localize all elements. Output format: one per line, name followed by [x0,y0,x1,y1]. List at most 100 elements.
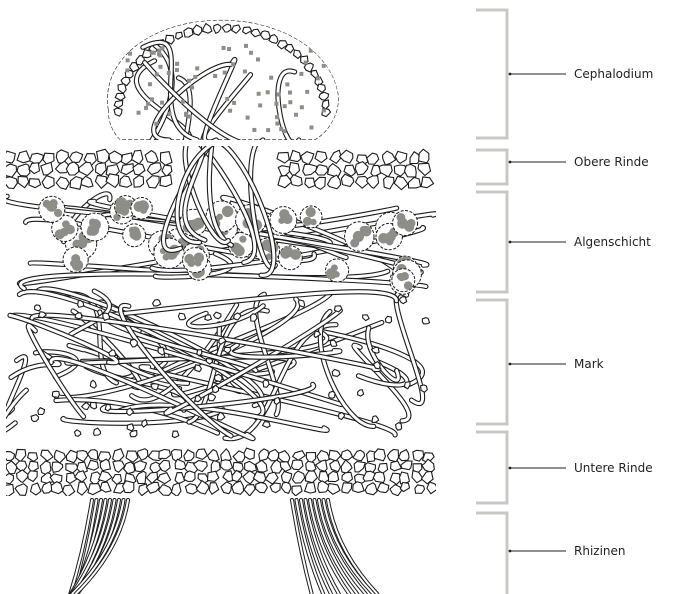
cyanobacteria-dot [167,71,171,75]
upper-cortex-cell [394,176,408,189]
label-mark: Mark [574,357,604,371]
lower-cortex-cell [88,450,98,460]
cyanobacteria-dot [269,76,273,80]
algae-cell [306,207,316,217]
hypha-fragment [178,313,185,320]
lower-cortex-cell [171,483,181,496]
cyanobacteria-dot [299,72,303,76]
upper-cortex-cell [278,175,292,187]
cyanobacteria-dot [277,92,281,96]
lower-cortex-cell [401,461,412,470]
cyanobacteria-dot [285,82,289,86]
lower-cortex-cell [3,474,14,484]
cyanobacteria-dot [175,62,179,66]
lower-cortex-cell [100,482,111,492]
hypha-fragment [130,339,137,347]
lower-cortex-cell [293,471,305,483]
upper-cortex-cell [17,164,30,176]
cyanobacteria-dot [195,66,199,70]
upper-cortex-cell [56,177,69,189]
lower-cortex-cell [124,462,135,474]
upper-cortex-cell [367,176,379,189]
lower-cortex-cell [137,449,148,461]
hypha-fragment [329,391,335,398]
lower-cortex-cell [292,460,304,470]
lower-cortex-cell [87,460,98,470]
cyanobacteria-dot [157,52,161,56]
lower-cortex-cell [3,485,14,497]
upper-cortex-cell [328,164,341,178]
upper-cortex-cell [145,151,158,163]
algae-cell [129,227,136,234]
label-algenschicht: Algenschicht [574,235,651,249]
annotation-rhizinen: Rhizinen [476,513,626,594]
lower-cortex-cell [413,450,424,461]
upper-cortex-cell [146,176,159,188]
lower-cortex-cell [244,448,254,459]
lower-cortex-cell [232,470,242,481]
algae-cell [50,199,58,207]
cyanobacteria-dot [228,109,232,113]
upper-cortex-cell [314,177,325,189]
upper-cortex-cell [79,162,94,175]
lower-cortex-cell [243,471,255,484]
lower-cortex-cell [377,483,389,493]
lower-cortex-cell [259,449,269,461]
label-untere-rinde: Untere Rinde [574,461,653,475]
upper-cortex-cell [41,162,53,175]
algae-cell [195,260,202,267]
hypha-fragment [396,423,402,431]
lower-cortex-cell [374,449,385,461]
rhizines-shape [70,500,377,594]
upper-cortex-cell [132,150,143,164]
algae-cell [89,219,96,226]
upper-cortex-cell [134,176,144,188]
hypha-fragment [358,390,364,396]
upper-cortex-cell [56,150,68,164]
hypha-fragment [90,380,96,388]
cyanobacteria-dot [288,91,292,95]
lower-cortex-cell [319,472,329,483]
cyanobacteria-dot [257,92,261,96]
cyanobacteria-dot [160,101,164,105]
algae-cell [234,244,243,253]
lower-cortex-cell [268,450,279,461]
lower-cortex-cell [400,483,409,492]
algae-cell [404,281,413,290]
cyanobacteria-dot [154,122,158,126]
lower-cortex-cell [330,461,341,472]
cyanobacteria-dot [244,44,248,48]
hypha-fragment [263,422,271,428]
upper-cortex-cell [29,179,41,188]
upper-cortex-cell [289,163,299,177]
lower-cortex-cell [77,451,88,462]
lower-cortex-cell [233,451,245,462]
lower-cortex-cell [15,449,25,461]
hypha-fragment [404,382,410,389]
lower-cortex-cell [421,472,433,484]
lower-cortex-cell [41,450,53,461]
cyanobacteria-dot [188,115,192,119]
lower-cortex-cell [55,450,66,463]
algae-cell [115,203,127,215]
lower-cortex-cell [88,484,101,495]
hypha-fragment [263,380,269,388]
lower-cortex-cell [292,486,302,496]
cyanobacteria-dot [213,74,217,78]
upper-cortex-cell [133,164,145,175]
hypha-fragment [208,394,215,401]
cyanobacteria-dot [150,97,154,101]
lower-cortex-cell [256,483,268,493]
cephalodium-outline [107,20,339,140]
cyanobacteria-dot [225,97,229,101]
lower-cortex-cell [31,483,42,495]
cyanobacteria-dot [246,116,250,120]
hypha-fragment [75,313,82,319]
lower-cortex-cell [211,461,220,473]
upper-cortex-cell [95,176,107,189]
hypha-fragment [38,408,45,415]
upper-cortex-cell [379,165,392,177]
cyanobacteria-dot [150,51,154,55]
label-rhizinen: Rhizinen [574,544,626,558]
annotation-untere-rinde: Untere Rinde [476,432,653,503]
